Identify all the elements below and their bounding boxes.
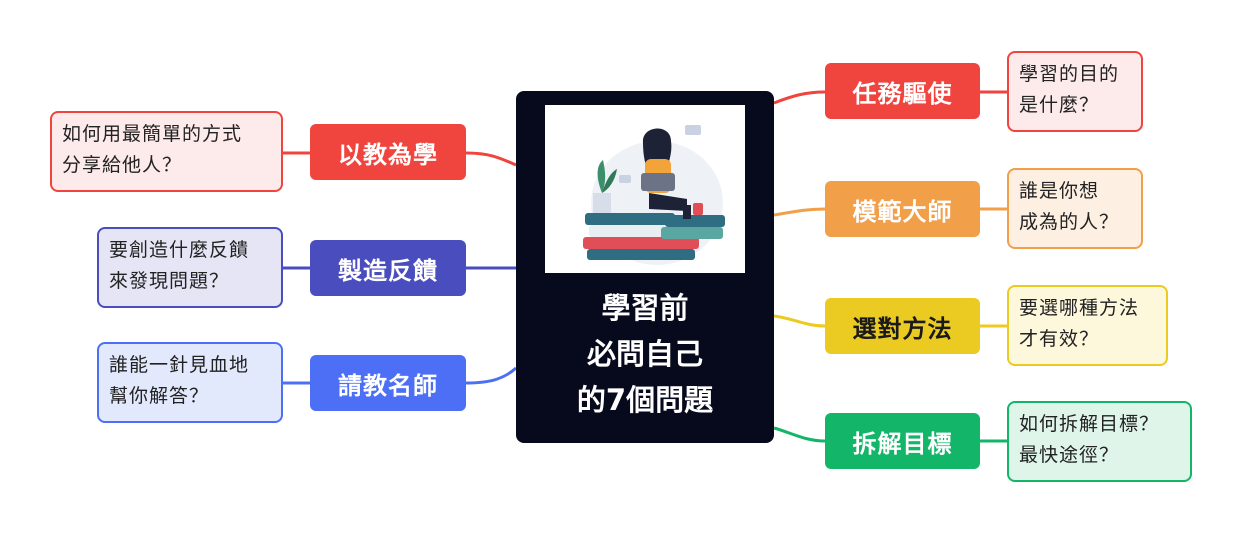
leaf-node-role-model-question[interactable]: 誰是你想 成為的人？: [1007, 168, 1143, 249]
branch-label: 拆解目標: [852, 429, 953, 458]
central-title-line: 的7個問題: [576, 383, 714, 417]
leaf-text-line: 如何拆解目標？: [1019, 413, 1160, 435]
leaf-node-goals-question[interactable]: 如何拆解目標？ 最快途徑？: [1007, 401, 1192, 482]
leaf-node-method-question[interactable]: 要選哪種方法 才有效？: [1007, 285, 1168, 366]
branch-label: 製造反饋: [338, 256, 438, 285]
leaf-text-line: 誰是你想: [1019, 180, 1100, 202]
central-title-line: 學習前: [601, 291, 689, 325]
branch-label: 以教為學: [338, 140, 438, 169]
central-topic[interactable]: 學習前 必問自己 的7個問題: [516, 91, 774, 443]
leaf-text-line: 誰能一針見血地: [109, 354, 250, 376]
leaf-text-line: 是什麼？: [1019, 94, 1100, 116]
branch-node-right-method[interactable]: 選對方法: [825, 298, 980, 354]
illustration-graphic: [583, 125, 725, 265]
leaf-text-line: 成為的人？: [1019, 211, 1120, 233]
branch-node-task-driven[interactable]: 任務驅使: [825, 63, 980, 119]
branch-node-ask-masters[interactable]: 請教名師: [310, 355, 466, 411]
leaf-text-line: 如何用最簡單的方式: [62, 123, 243, 145]
branch-node-role-model[interactable]: 模範大師: [825, 181, 980, 237]
connector-line: [465, 366, 518, 385]
leaf-text-line: 幫你解答？: [109, 385, 210, 407]
central-title-line: 必問自己: [586, 337, 703, 371]
branch-label: 選對方法: [852, 314, 953, 343]
leaf-text-line: 才有效？: [1019, 328, 1100, 350]
central-title: 學習前 必問自己 的7個問題: [516, 285, 774, 423]
leaf-text-line: 學習的目的: [1019, 63, 1120, 85]
leaf-node-masters-question[interactable]: 誰能一針見血地 幫你解答？: [97, 342, 283, 423]
connector-line: [465, 151, 517, 167]
connector-line: [773, 207, 826, 217]
leaf-text-line: 最快途徑？: [1019, 444, 1120, 466]
branch-label: 任務驅使: [852, 79, 953, 108]
leaf-text-line: 要創造什麼反饋: [109, 239, 250, 261]
leaf-text-line: 要選哪種方法: [1019, 297, 1140, 319]
leaf-node-purpose-question[interactable]: 學習的目的 是什麼？: [1007, 51, 1143, 132]
connector-line: [773, 426, 826, 443]
leaf-text-line: 分享給他人？: [62, 154, 183, 176]
branch-label: 請教名師: [338, 371, 438, 400]
leaf-text-line: 來發現問題？: [109, 270, 230, 292]
branch-node-teach-to-learn[interactable]: 以教為學: [310, 124, 466, 180]
leaf-node-teach-question[interactable]: 如何用最簡單的方式 分享給他人？: [50, 111, 283, 192]
reading-woman-illustration: [545, 105, 745, 273]
branch-node-break-down-goals[interactable]: 拆解目標: [825, 413, 980, 469]
branch-label: 模範大師: [852, 197, 953, 226]
leaf-node-feedback-question[interactable]: 要創造什麼反饋 來發現問題？: [97, 227, 283, 308]
connector-line: [773, 90, 826, 105]
branch-node-create-feedback[interactable]: 製造反饋: [310, 240, 466, 296]
connector-line: [773, 314, 826, 328]
